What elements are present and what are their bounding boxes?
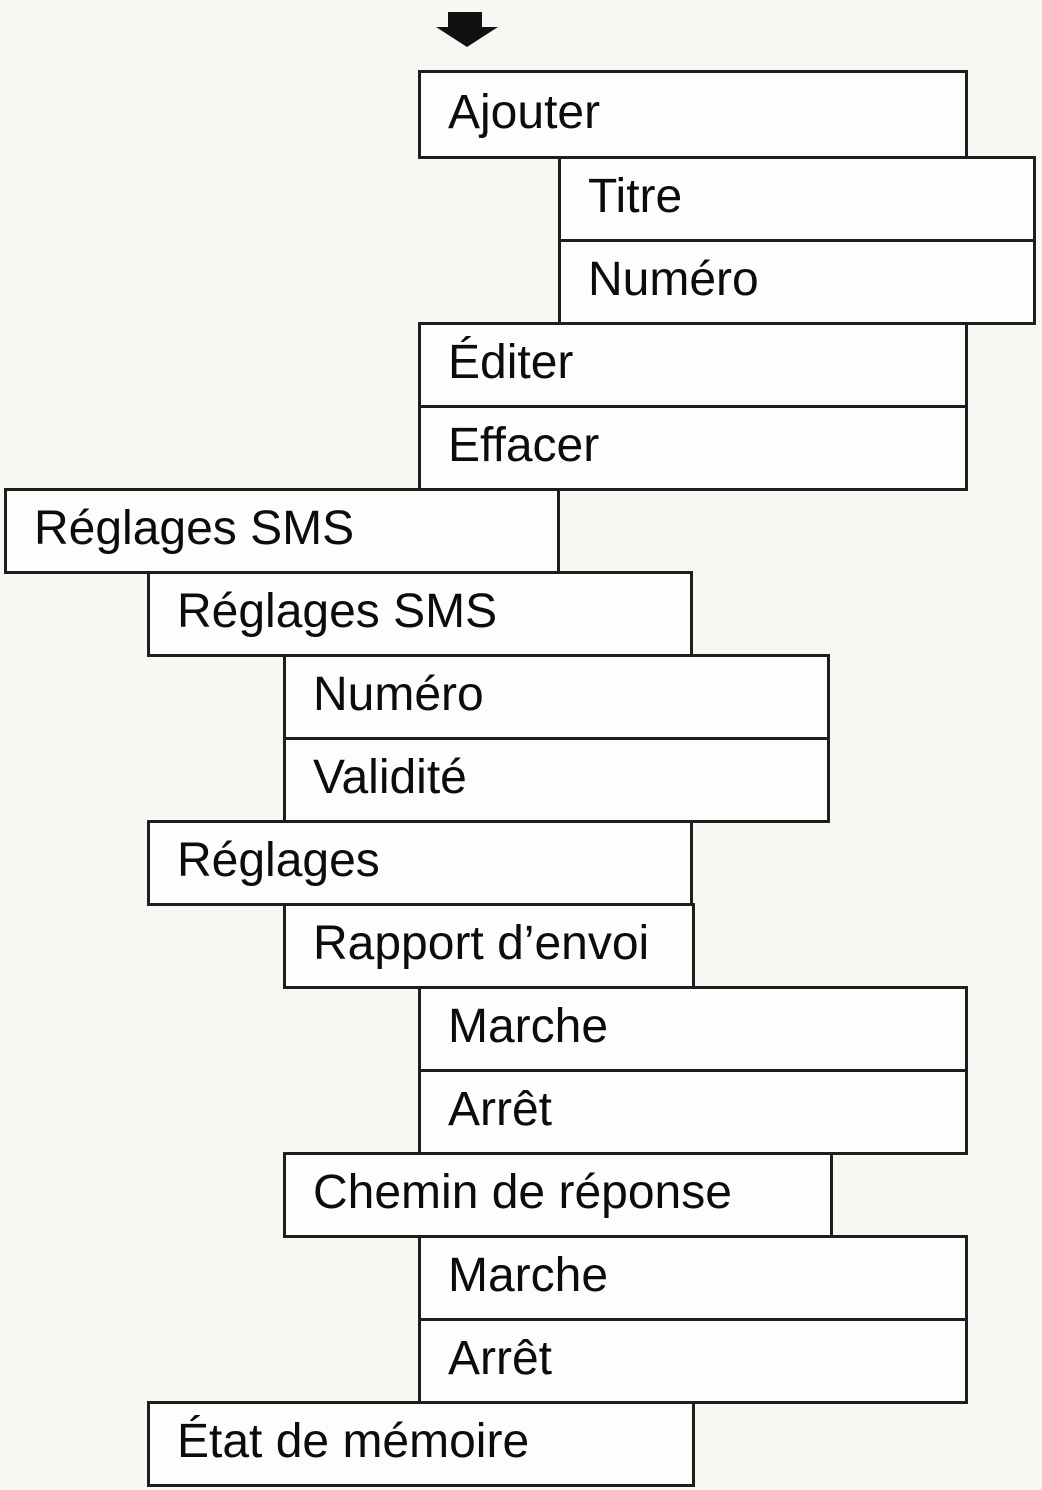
menu-box-etat-de-memoire: État de mémoire — [147, 1401, 695, 1487]
menu-box-rapport-denvoi: Rapport d’envoi — [283, 903, 695, 989]
menu-box-editer: Éditer — [418, 322, 968, 408]
menu-box-marche-chemin: Marche — [418, 1235, 968, 1321]
menu-box-chemin-de-reponse: Chemin de réponse — [283, 1152, 833, 1238]
menu-box-reglages-sms-2: Réglages SMS — [147, 571, 693, 657]
menu-box-numero-ajouter: Numéro — [558, 239, 1036, 325]
menu-box-effacer: Effacer — [418, 405, 968, 491]
menu-box-arret-rapport: Arrêt — [418, 1069, 968, 1155]
menu-box-reglages-sms-1: Réglages SMS — [4, 488, 560, 574]
menu-box-numero-sms: Numéro — [283, 654, 830, 740]
menu-box-titre: Titre — [558, 156, 1036, 242]
menu-box-reglages: Réglages — [147, 820, 693, 906]
menu-box-validite: Validité — [283, 737, 830, 823]
menu-box-ajouter: Ajouter — [418, 70, 968, 159]
down-arrow-icon — [436, 12, 498, 47]
menu-box-marche-rapport: Marche — [418, 986, 968, 1072]
menu-box-arret-chemin: Arrêt — [418, 1318, 968, 1404]
